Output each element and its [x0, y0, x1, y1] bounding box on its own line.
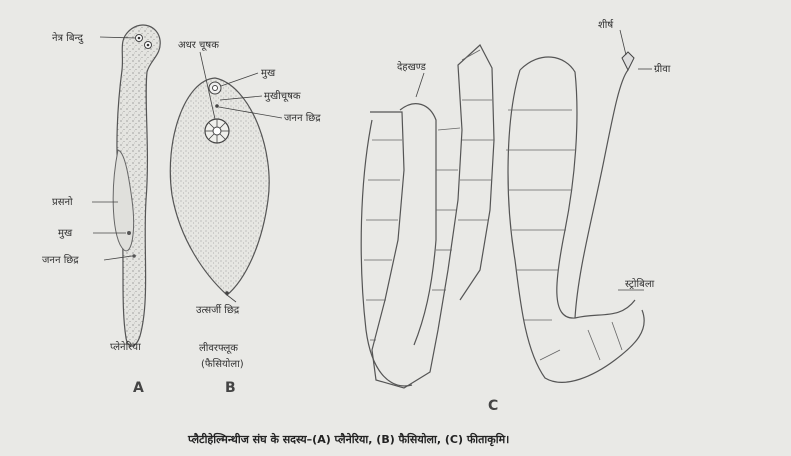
figure-caption: प्लैटीहेल्मिन्थीज संघ के सदस्य–(A) प्लैन…	[187, 432, 509, 447]
fasciola-name-2: (फैसियोला)	[201, 358, 244, 370]
fasciola-drawing	[170, 78, 269, 295]
scolex-shape	[622, 52, 634, 70]
label-oral-sucker: मुखीचूषक	[264, 90, 301, 102]
tapeworm-drawing	[361, 45, 644, 388]
panel-letter-b: B	[225, 380, 236, 396]
label-ventral-sucker: अधर चूषक	[178, 40, 219, 51]
label-eyespot: नेत्र बिन्दु	[52, 32, 84, 44]
label-neck: ग्रीवा	[654, 63, 671, 75]
planaria-name: प्लेनेरिया	[110, 341, 141, 353]
label-scolex: शीर्ष	[598, 19, 614, 31]
panel-letter-c: C	[488, 398, 498, 414]
label-excretory-pore: उत्सर्जी छिद्र	[196, 304, 240, 316]
fasciola-name-1: लीवरफ्लूक	[199, 342, 238, 354]
label-proboscis: प्रसनो	[52, 196, 73, 208]
panel-letter-a: A	[133, 380, 144, 396]
planaria-drawing	[113, 25, 160, 346]
label-mouth-b: मुख	[261, 68, 276, 79]
label-genital-pore-a: जनन छिद्र	[42, 254, 79, 266]
label-genital-pore-b: जनन छिद्र	[284, 112, 321, 124]
label-strobila: स्ट्रोबिला	[625, 278, 655, 290]
label-mouth-a: मुख	[58, 228, 73, 239]
label-proglottid: देहखण्ड	[397, 61, 427, 73]
